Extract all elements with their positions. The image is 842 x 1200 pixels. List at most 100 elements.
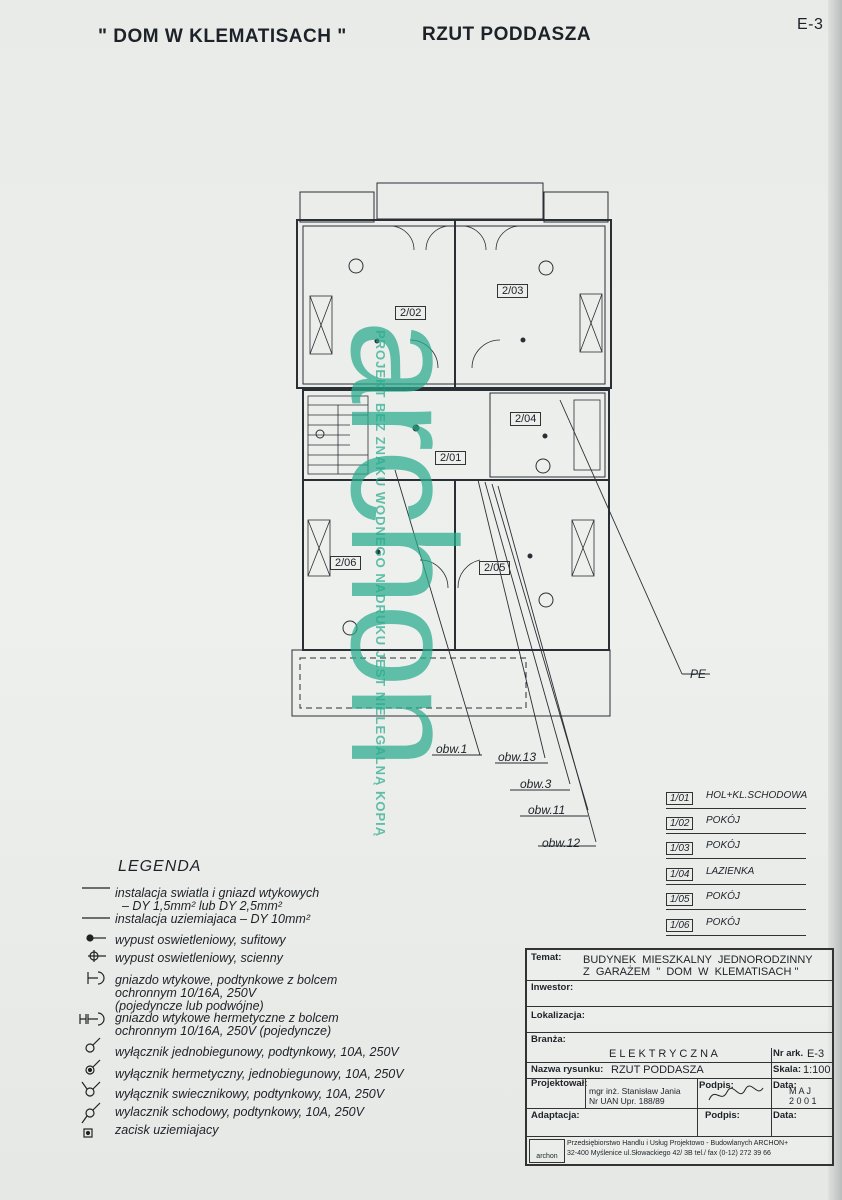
hermetic-socket-icon (79, 1012, 105, 1026)
plan-top-balcony (376, 182, 544, 220)
tb-row-branza-value: E L E K T R Y C Z N A Nr ark. E-3 (527, 1048, 832, 1063)
legend-item: wypust oswietleniowy, scienny (115, 951, 283, 965)
ground-clamp-icon (83, 1128, 93, 1138)
legend-item: wypust oswietleniowy, sufitowy (115, 933, 286, 947)
room-label: 2/03 (497, 284, 529, 298)
tb-label: Branża: (531, 1034, 566, 1045)
door-arcs (389, 225, 521, 589)
tb-label: Temat: (531, 952, 562, 963)
hermetic-switch-icon (85, 1059, 101, 1075)
company-logo-text: archon (536, 1153, 558, 1160)
chandelier-switch-icon (81, 1081, 101, 1097)
watermark-notice: PROJEKT BEZ ZNAKU WODNEGO NADRUKU JEST N… (373, 330, 388, 838)
tb-row-adaptacja: Adaptacja: Podpis: Data: (527, 1108, 832, 1124)
room-name: LAZIENKA (706, 866, 755, 877)
circuit-label: obw.12 (542, 836, 581, 850)
room-number: 1/04 (666, 868, 694, 881)
room-label: 2/01 (435, 451, 467, 465)
tb-company-row: archon Przedsiębiorstwo Handlu i Usług P… (527, 1136, 832, 1163)
tb-row-branza: Branża: (527, 1032, 832, 1048)
plan-bathroom (489, 392, 606, 478)
tb-label: Lokalizacja: (531, 1010, 585, 1021)
room-table-row: 1/01 HOL+KL.SCHODOWA (666, 790, 808, 809)
circuit-label: obw.11 (528, 803, 566, 817)
tb-row-projektowal: Projektował: mgr inż. Stanisław Jania Nr… (527, 1078, 832, 1109)
plan-bottom-terrace (291, 649, 611, 717)
page-edge-shadow (828, 0, 842, 1200)
room-table-row: 1/05 POKÓJ (666, 891, 806, 910)
circuit-leads (394, 399, 710, 847)
tb-label: Data: (773, 1110, 797, 1121)
window-markers (307, 293, 603, 577)
stairs (307, 395, 369, 475)
tb-temat-value: BUDYNEK MIESZKALNY JEDNORODZINNY Z GARAŻ… (583, 954, 813, 978)
tb-divider (585, 1078, 586, 1108)
circuit-label: obw.13 (498, 750, 537, 764)
tb-projektant-value: mgr inż. Stanisław Jania Nr UAN Upr. 188… (589, 1086, 681, 1106)
tb-data-value: M A J 2 0 0 1 (789, 1086, 817, 1106)
tb-skala-value: 1:100 (803, 1064, 831, 1076)
legend-item: wylacznik schodowy, podtynkowy, 10A, 250… (115, 1105, 364, 1119)
tb-label: Nazwa rysunku: (531, 1064, 604, 1075)
room-name: POKÓJ (706, 815, 740, 826)
legend-item: wyłącznik hermetyczny, jednobiegunowy, 1… (115, 1067, 404, 1081)
fixture-symbols (315, 258, 554, 636)
legend-item: instalacja uziemiajaca – DY 10mm² (115, 912, 310, 926)
tb-row-temat: Temat: BUDYNEK MIESZKALNY JEDNORODZINNY … (527, 950, 832, 981)
tb-label: Data: (773, 1080, 797, 1091)
sheet-number: E-3 (797, 16, 824, 33)
signature (708, 1085, 764, 1101)
room-name: HOL+KL.SCHODOWA (706, 790, 808, 801)
watermark-text: archon (320, 320, 488, 767)
room-name: POKÓJ (706, 917, 740, 928)
tb-divider (697, 1078, 698, 1136)
title-block: Temat: BUDYNEK MIESZKALNY JEDNORODZINNY … (525, 948, 834, 1166)
switch-icon (85, 1037, 101, 1053)
drawing-title: RZUT PODDASZA (422, 24, 592, 45)
legend-item: gniazdo wtykowe hermetyczne z bolcem och… (115, 1011, 339, 1038)
room-table-row: 1/04 LAZIENKA (666, 866, 806, 885)
staircase-switch-icon (81, 1102, 101, 1124)
tb-label: Podpis: (699, 1080, 734, 1091)
socket-icon (87, 971, 105, 985)
room-number: 1/01 (666, 792, 694, 805)
legend-item: zacisk uziemiajacy (115, 1123, 219, 1137)
legend-item: instalacja swiatla i gniazd wtykowych – … (115, 886, 320, 913)
pe-label: PE (690, 667, 707, 681)
room-label: 2/04 (510, 412, 542, 426)
tb-label: Projektował: (531, 1078, 588, 1089)
tb-label: Adaptacja: (531, 1110, 580, 1121)
circuit-label: obw.1 (436, 742, 468, 756)
tb-label: Inwestor: (531, 982, 574, 993)
legend-symbols (79, 887, 110, 1138)
tb-branza-value: E L E K T R Y C Z N A (609, 1048, 718, 1060)
watermark-logo: archon (320, 300, 520, 900)
circuit-label: obw.3 (520, 777, 552, 791)
tb-row-inwestor: Inwestor: (527, 980, 832, 1007)
plan-terrace-dashed (299, 657, 527, 709)
company-address: Przedsiębiorstwo Handlu i Usług Projekto… (567, 1140, 789, 1157)
room-number: 1/05 (666, 893, 694, 906)
room-number: 1/03 (666, 842, 694, 855)
tb-label: Skala: (773, 1064, 801, 1075)
tb-divider (771, 1048, 772, 1136)
legend-item: wyłącznik swiecznikowy, podtynkowy, 10A,… (115, 1087, 385, 1101)
room-label: 2/06 (330, 556, 362, 570)
legend-title: LEGENDA (118, 858, 202, 875)
tb-nrark-value: E-3 (807, 1048, 825, 1060)
tb-label: Podpis: (705, 1110, 740, 1121)
tb-label: Nr ark. (773, 1048, 804, 1059)
legend-item: gniazdo wtykowe, podtynkowe z bolcem och… (115, 973, 338, 1013)
tb-nazwa-value: RZUT PODDASZA (611, 1064, 704, 1076)
plan-top-right-box (543, 191, 609, 223)
room-name: POKÓJ (706, 840, 740, 851)
legend-item: wyłącznik jednobiegunowy, podtynkowy, 10… (115, 1045, 399, 1059)
room-name: POKÓJ (706, 891, 740, 902)
tb-row-nazwa: Nazwa rysunku: RZUT PODDASZA Skala: 1:10… (527, 1062, 832, 1079)
company-logo: archon (529, 1139, 565, 1163)
room-table-row: 1/03 POKÓJ (666, 840, 806, 859)
